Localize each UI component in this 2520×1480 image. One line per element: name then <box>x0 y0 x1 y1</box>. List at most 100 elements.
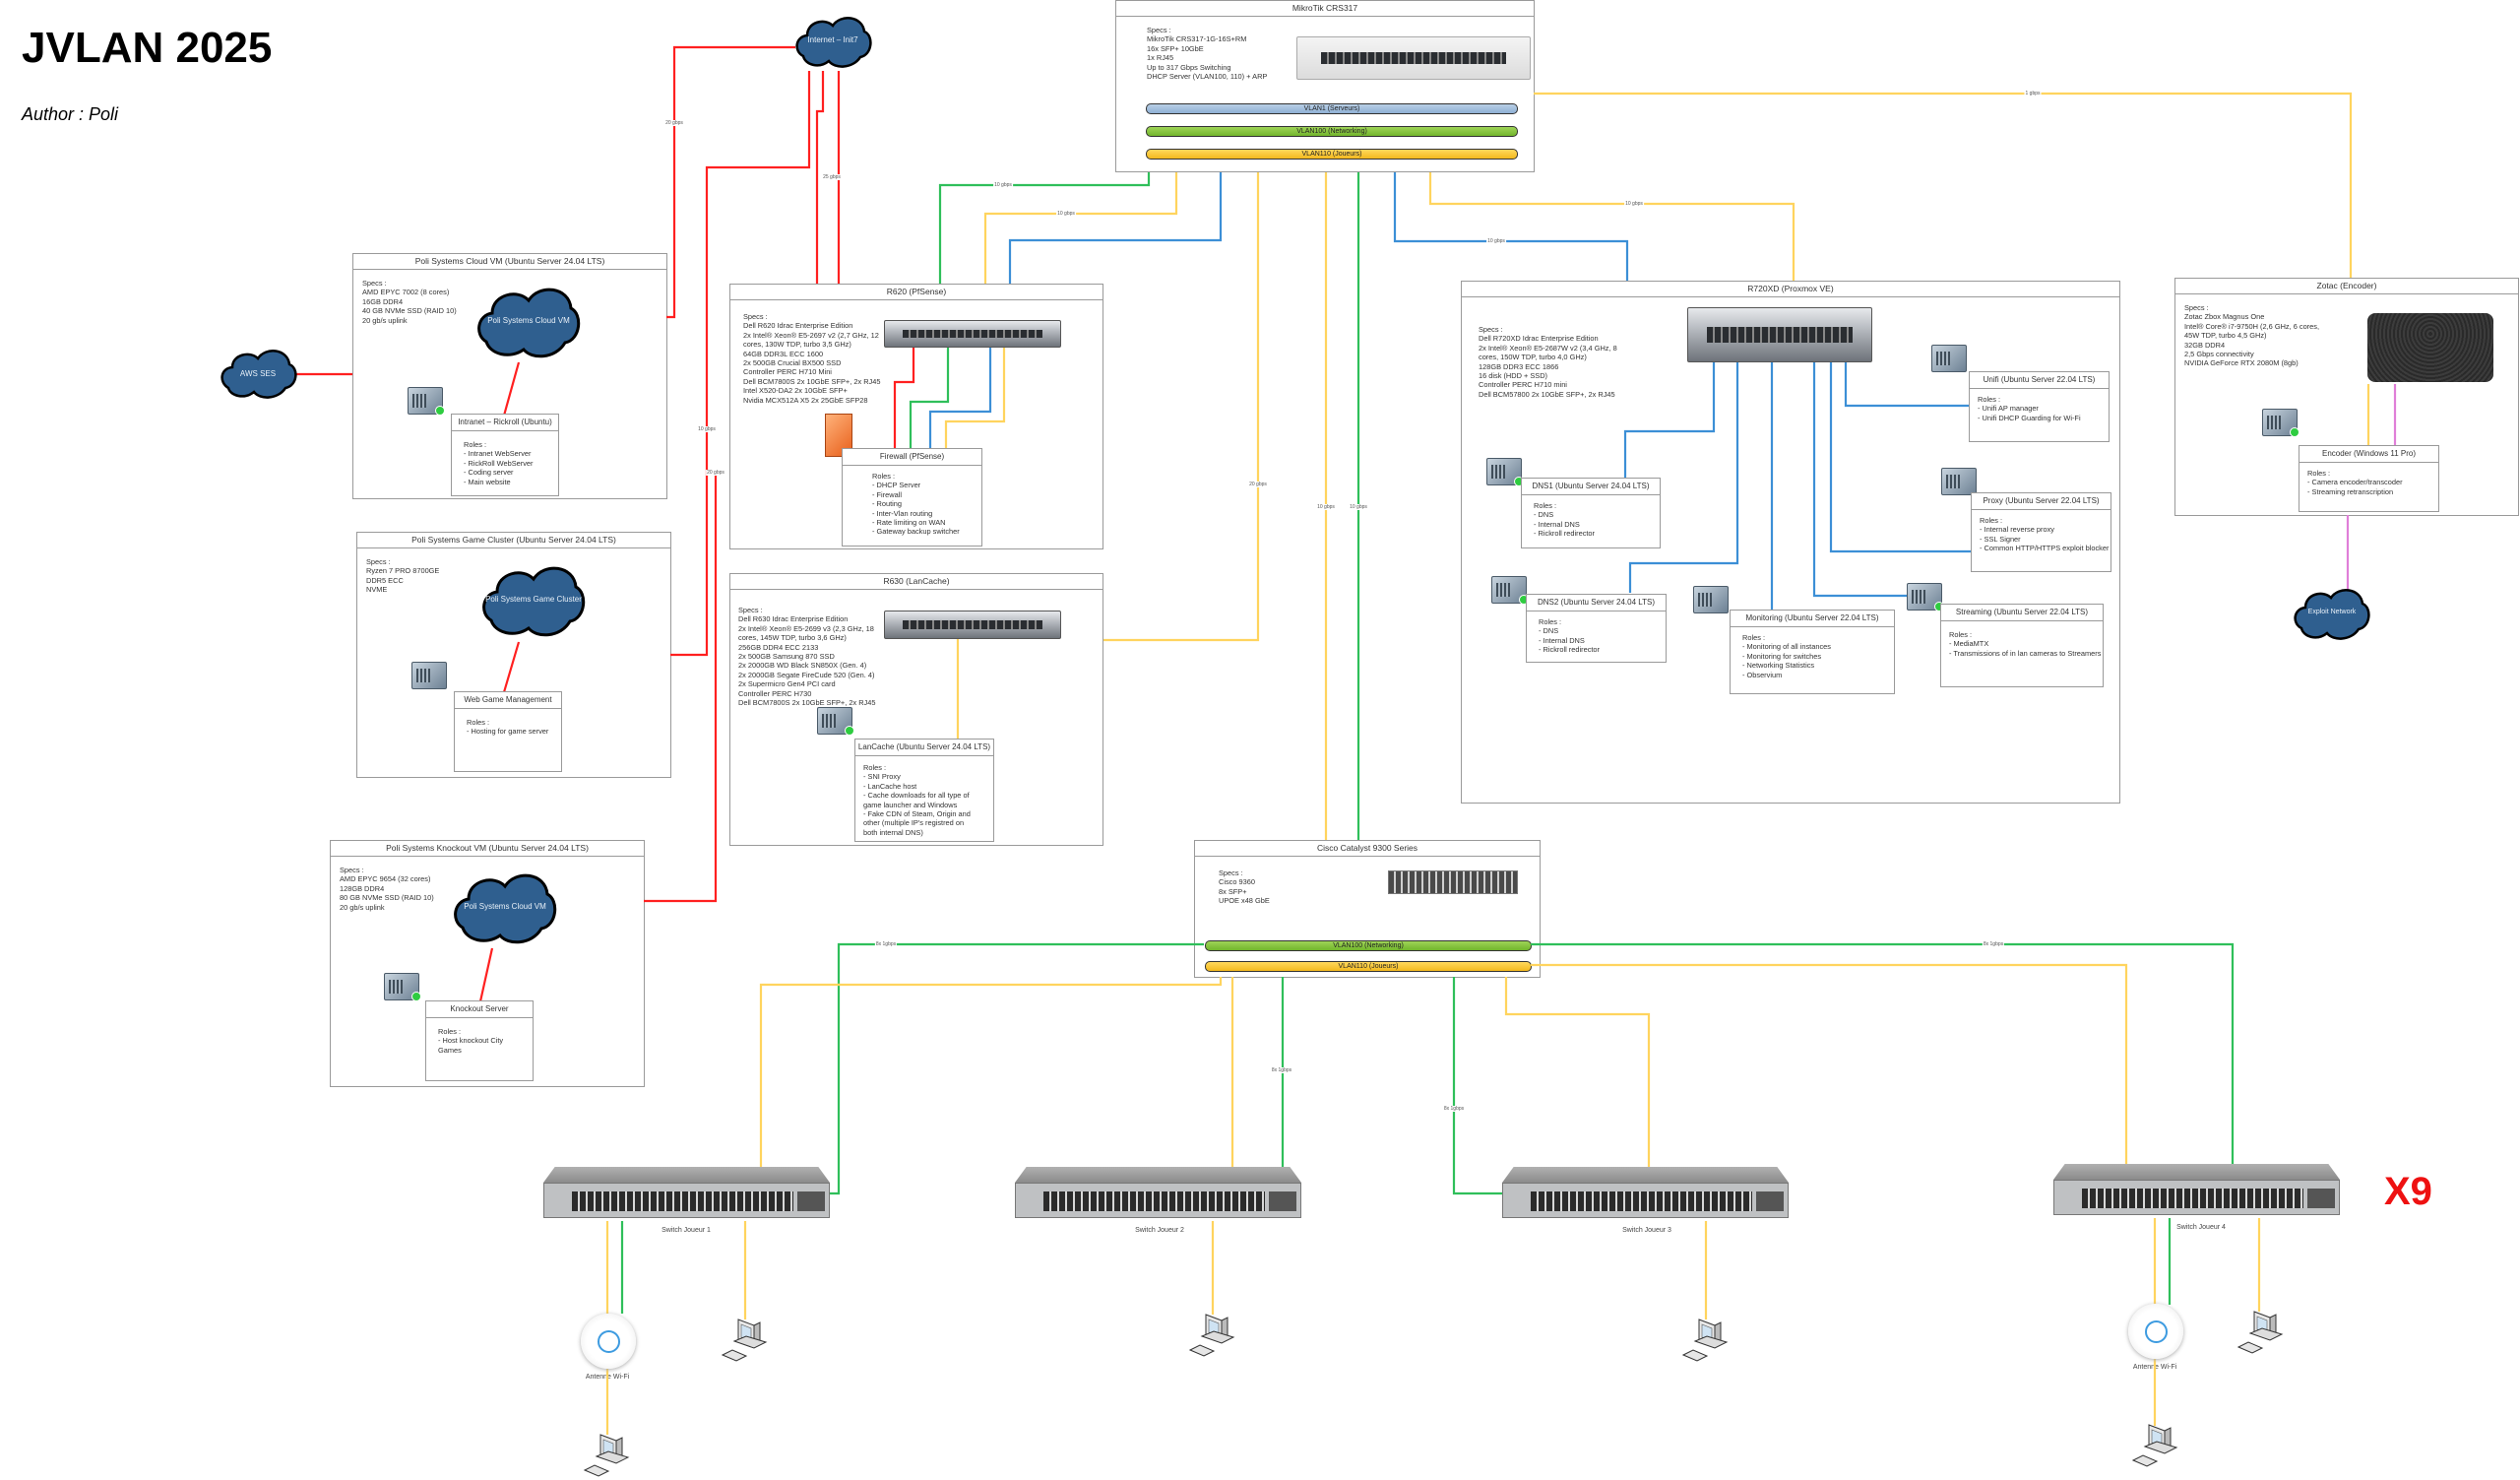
link-r720-streaming <box>1812 360 1939 598</box>
text-line: Roles : <box>1742 633 1766 642</box>
server-icon <box>1941 468 1977 495</box>
text-line: - Internal reverse proxy <box>1980 525 2054 535</box>
text-line: Roles : <box>1539 617 1562 626</box>
mikrotik-box: MikroTik CRS317 Specs :MikroTik CRS317-1… <box>1115 0 1535 172</box>
text-line: AMD EPYC 9654 (32 cores) <box>340 874 431 884</box>
text-line: Intel® Core® i7-9750H (2,6 GHz, 6 cores, <box>2184 321 2319 331</box>
link-label: 10 gbps <box>1056 211 1076 217</box>
vm-firewall: Firewall (PfSense) Roles :- DHCP Server-… <box>842 448 982 547</box>
wifi-access-point-icon <box>2128 1304 2183 1359</box>
roles: Roles :- MediaMTX- Transmissions of in l… <box>1941 621 2103 658</box>
roles: Roles :- Monitoring of all instances- Mo… <box>1731 627 1894 679</box>
text-line: Roles : <box>1534 501 1557 510</box>
link-mt-zotac-yellow <box>1534 92 2353 278</box>
cloud-label: Internet – Init7 <box>807 35 858 44</box>
vlan-bar-servers: VLAN1 (Serveurs) <box>1146 103 1518 114</box>
link-mt-r620-yellow <box>983 172 1178 284</box>
vm-title: DNS1 (Ubuntu Server 24.04 LTS) <box>1522 479 1660 495</box>
vlan-bar-players: VLAN110 (Joueurs) <box>1146 149 1518 160</box>
server-icon <box>817 707 854 736</box>
box-title: R630 (LanCache) <box>730 574 1102 590</box>
link-cisco-sw3-green <box>1452 977 1502 1195</box>
text-line: Specs : <box>1147 26 1171 34</box>
link-wan-knockout <box>644 471 718 903</box>
text-line: - Common HTTP/HTTPS exploit blocker <box>1980 544 2110 553</box>
text-line: AMD EPYC 7002 (8 cores) <box>362 288 450 297</box>
text-line: - Networking Statistics <box>1742 661 1815 671</box>
link-cisco-sw3-yellow <box>1504 977 1651 1167</box>
text-line: Roles : <box>467 718 490 727</box>
text-line: Roles : <box>872 472 896 481</box>
cloud-icon <box>795 17 872 68</box>
text-line: 20 gb/s uplink <box>362 315 408 325</box>
link-r620-fw-blue <box>928 345 992 449</box>
link-label: 20 gbps <box>664 120 684 126</box>
text-line: 45W TDP, turbo 4,5 GHz) <box>2184 331 2267 341</box>
text-line: - Unifi DHCP Guarding for Wi-Fi <box>1978 413 2081 422</box>
text-line: 16x SFP+ 10GbE <box>1147 43 1204 53</box>
link-cisco-sw1-yellow <box>759 977 1223 1167</box>
text-line: - Rickroll redirector <box>1539 645 1601 655</box>
text-line: - SSL Signer <box>1980 534 2021 544</box>
box-title: Poli Systems Knockout VM (Ubuntu Server … <box>331 841 644 857</box>
switch-image <box>1388 870 1518 894</box>
text-line: Intel X520-DA2 2x 10GbE SFP+ <box>743 386 848 396</box>
text-line: Specs : <box>362 279 387 288</box>
text-line: 1x RJ45 <box>1147 53 1174 63</box>
link-r620-fw-red <box>893 345 915 449</box>
vm-unifi: Unifi (Ubuntu Server 22.04 LTS) Roles :-… <box>1969 371 2110 442</box>
text-line: 2x Intel® Xeon® E5-2697 v2 (2,7 GHz, 12 <box>743 330 879 340</box>
text-line: Roles : <box>1949 630 1973 639</box>
text-line: - Inter-Vlan routing <box>872 508 933 518</box>
vlan-bar-players: VLAN110 (Joueurs) <box>1205 961 1532 972</box>
server-r620-image <box>884 320 1061 348</box>
vlan-bar-networking: VLAN100 (Networking) <box>1146 126 1518 137</box>
text-line: Roles : <box>1980 516 2003 525</box>
link-label: 8x 1gbps <box>1982 941 2005 947</box>
text-line: Controller PERC H710 mini <box>1479 380 1567 390</box>
cisco-box: Cisco Catalyst 9300 Series Specs :Cisco … <box>1194 840 1541 978</box>
text-line: Nvidia MCX512A X5 2x 25GbE SFP28 <box>743 395 868 405</box>
text-line: 2,5 Gbps connectivity <box>2184 350 2254 359</box>
link-mt-r630-yellow <box>1103 172 1260 642</box>
link-r720-proxy <box>1829 360 1971 553</box>
link-wan-game <box>670 71 811 657</box>
multiplier-label: X9 <box>2384 1170 2432 1213</box>
text-line: Specs : <box>2184 303 2209 312</box>
pc-icon <box>2237 1311 2283 1354</box>
server-icon <box>1491 576 1529 605</box>
r630-box: R630 (LanCache) Specs :Dell R630 Idrac E… <box>729 573 1103 846</box>
link-label: 10 gbps <box>1316 504 1336 510</box>
vm-title: Intranet – Rickroll (Ubuntu) <box>452 415 558 431</box>
link-cisco-sw4-green <box>1531 942 2235 1164</box>
link-cloudvm-vm <box>502 361 521 417</box>
switch-joueur-3 <box>1502 1167 1789 1218</box>
link-label: 10 gbps <box>993 182 1013 188</box>
link-mt-r720-blue <box>1393 172 1629 281</box>
pc-icon <box>1189 1314 1234 1357</box>
box-title: Poli Systems Cloud VM (Ubuntu Server 24.… <box>353 254 666 270</box>
text-line: 2x 2000GB WD Black SN850X (Gen. 4) <box>738 661 867 671</box>
roles: Roles :- Intranet WebServer- RickRoll We… <box>452 431 558 486</box>
text-line: - Rickroll redirector <box>1534 529 1596 539</box>
link-label: 10 gbps <box>1624 201 1644 207</box>
text-line: both internal DNS) <box>863 827 923 837</box>
text-line: NVME <box>366 585 388 595</box>
text-line: Zotac Zbox Magnus One <box>2184 312 2265 322</box>
text-line: - LanCache host <box>863 781 917 791</box>
vm-streaming: Streaming (Ubuntu Server 22.04 LTS) Role… <box>1940 604 2104 687</box>
text-line: - MediaMTX <box>1949 639 1989 649</box>
cloud-icon <box>2294 589 2370 640</box>
roles: Roles :- Hosting for game server <box>455 709 561 737</box>
link-label: 20 gbps <box>706 470 725 476</box>
text-line: Specs : <box>738 606 763 614</box>
text-line: game launcher and Windows <box>863 800 958 809</box>
server-r630-image <box>884 611 1061 639</box>
text-line: Dell R720XD Idrac Enterprise Edition <box>1479 334 1599 344</box>
text-line: - Monitoring of all instances <box>1742 642 1831 652</box>
text-line: - Observium <box>1742 670 1783 679</box>
text-line: Dell BCM57800 2x 10GbE SFP+, 2x RJ45 <box>1479 389 1615 399</box>
link-mt-r620-green <box>938 172 1151 284</box>
text-line: 32GB DDR4 <box>2184 340 2226 350</box>
